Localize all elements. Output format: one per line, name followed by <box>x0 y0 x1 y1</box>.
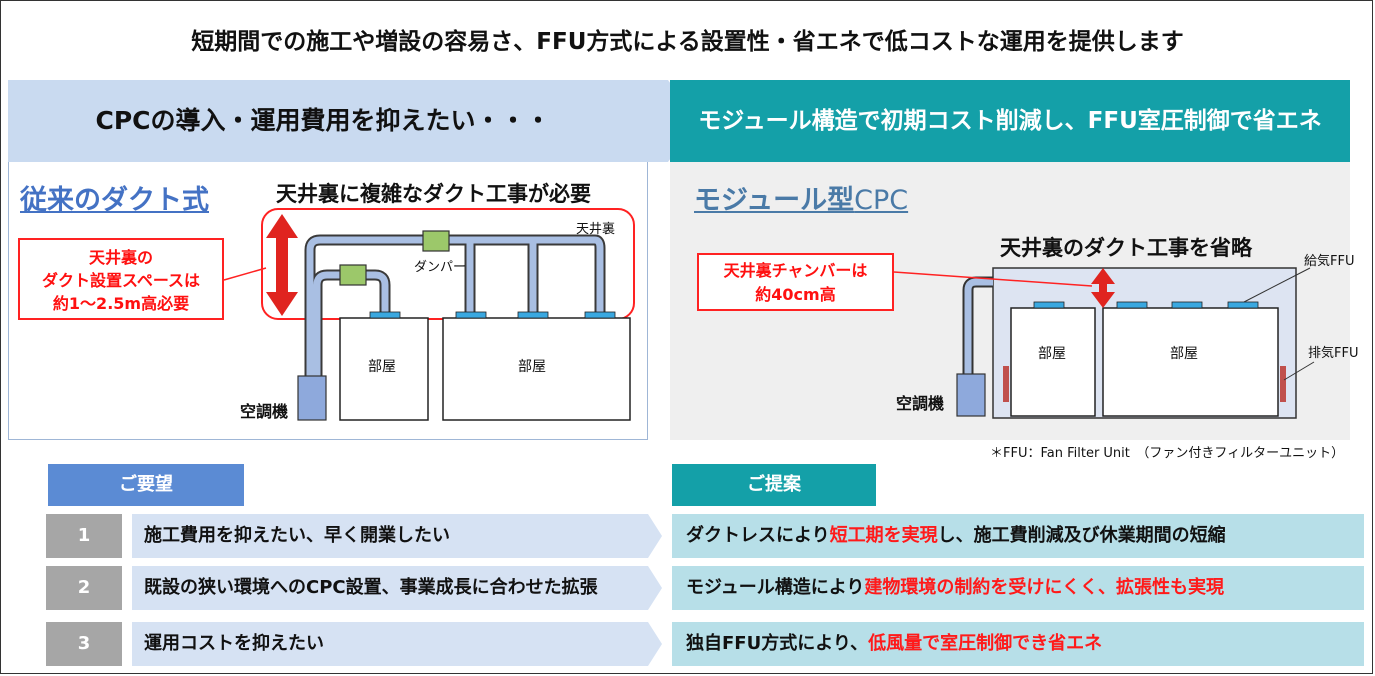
left-callout: 天井裏の ダクト設置スペースは 約1～2.5m高必要 <box>18 238 224 320</box>
left-banner-chevron <box>8 80 698 162</box>
room-box <box>442 317 631 421</box>
proposal-text: ダクトレスにより短工期を実現し、施工費削減及び休業期間の短縮 <box>686 514 1226 558</box>
proposal-text-pre: ダクトレスにより <box>686 525 830 546</box>
height-arrow <box>266 214 298 316</box>
proposal-row <box>672 514 1364 558</box>
left-room-1-label: 部屋 <box>368 359 396 375</box>
room-box <box>1010 307 1096 417</box>
proposal-text-pre: モジュール構造により <box>686 577 865 598</box>
left-diagram-panel <box>8 162 648 440</box>
request-text: 運用コストを抑えたい <box>144 633 324 654</box>
right-banner-text: モジュール構造で初期コスト削減し、FFU室圧制御で省エネ <box>698 108 1322 134</box>
chamber-height-arrow <box>1091 268 1115 308</box>
requests-tag: ご要望 <box>48 464 244 506</box>
module-diagram <box>893 267 1315 419</box>
right-title-bold: モジュール型 <box>694 185 855 216</box>
right-callout-line: 約40cm高 <box>755 285 836 304</box>
request-number: 2 <box>46 566 122 610</box>
left-banner-text: CPCの導入・運用費用を抑えたい・・・ <box>95 106 551 135</box>
proposal-text: 独自FFU方式により、低風量で室圧制御でき省エネ <box>686 622 1102 666</box>
request-text: 施工費用を抑えたい、早く開業したい <box>144 525 450 546</box>
proposal-row <box>672 622 1364 666</box>
damper-label: ダンパー <box>414 260 467 275</box>
right-banner <box>670 80 1350 162</box>
right-ac-label: 空調機 <box>896 394 945 413</box>
left-diagram-title: 天井裏に複雑なダクト工事が必要 <box>276 182 591 206</box>
right-diagram-title: 天井裏のダクト工事を省略 <box>1000 236 1252 260</box>
proposal-highlight: 短工期を実現 <box>829 525 938 546</box>
room-box <box>1102 307 1279 417</box>
left-room-2-label: 部屋 <box>518 359 546 375</box>
right-callout: 天井裏チャンバーは 約40cm高 <box>697 253 894 311</box>
right-section-title: モジュール型CPC <box>694 178 908 217</box>
room-box <box>339 317 429 421</box>
ceiling-label: 天井裏 <box>576 222 616 237</box>
ac-unit <box>956 373 986 417</box>
request-number: 3 <box>46 622 122 666</box>
request-number: 1 <box>46 514 122 558</box>
left-callout-line: ダクト設置スペースは <box>41 271 201 290</box>
proposal-highlight: 建物環境の制約を受けにくく、拡張性も実現 <box>864 577 1225 598</box>
proposal-text-pre: 独自FFU方式により、 <box>686 633 869 654</box>
damper-box <box>422 230 450 252</box>
proposal-text-post: し、施工費削減及び休業期間の短縮 <box>937 525 1226 546</box>
damper-box <box>339 264 367 286</box>
proposal-highlight: 低風量で室圧制御でき省エネ <box>868 633 1103 654</box>
ac-unit <box>297 375 327 421</box>
ffu-footnote: ＊FFU：Fan Filter Unit （ファン付きフィルターユニット） <box>990 446 1345 461</box>
right-callout-line: 天井裏チャンバーは <box>723 261 868 280</box>
right-room-2-label: 部屋 <box>1170 346 1198 362</box>
request-text: 既設の狭い環境へのCPC設置、事業成長に合わせた拡張 <box>144 577 598 598</box>
exhaust-ffu-label: 排気FFU <box>1308 346 1359 361</box>
proposal-row <box>672 566 1364 610</box>
left-callout-line: 天井裏の <box>88 248 153 267</box>
proposals-tag: ご提案 <box>672 464 876 506</box>
left-ac-label: 空調機 <box>240 402 289 421</box>
left-callout-line: 約1～2.5m高必要 <box>52 294 190 313</box>
duct-diagram <box>223 208 635 421</box>
supply-ffu-label: 給気FFU <box>1304 254 1355 269</box>
page-headline: 短期間での施工や増設の容易さ、FFU方式による設置性・省エネで低コストな運用を提… <box>191 29 1184 55</box>
left-section-title: 従来のダクト式 <box>20 185 209 216</box>
proposal-text: モジュール構造により建物環境の制約を受けにくく、拡張性も実現 <box>686 566 1224 610</box>
right-room-1-label: 部屋 <box>1038 346 1066 362</box>
right-title-rest: CPC <box>854 185 909 216</box>
